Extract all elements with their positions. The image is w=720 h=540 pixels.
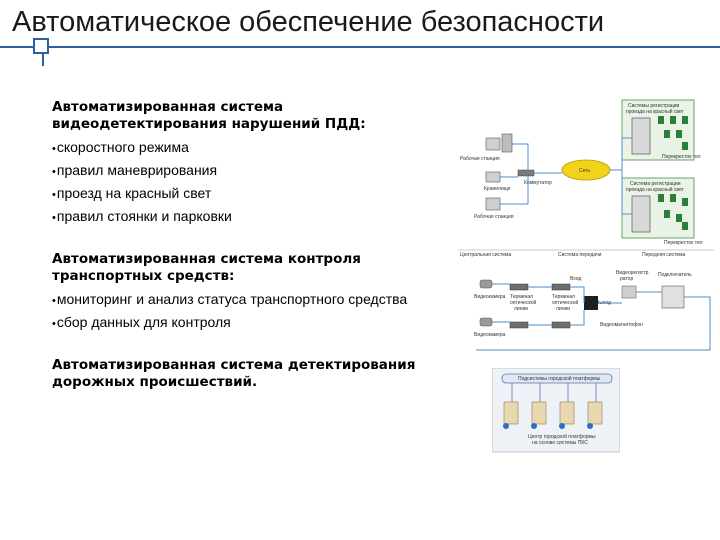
platform-bus: [501, 373, 613, 384]
section-2-heading: Автоматизированная система контроля тран…: [52, 251, 361, 285]
label-router: Коммутатор: [524, 180, 552, 186]
label-sys-reg-bottom: Система регистрации: [630, 181, 681, 187]
bullet-monitoring: •мониторинг и анализ статуса транспортно…: [52, 291, 407, 310]
bullet-red-light-text: проезд на красный свет: [56, 185, 212, 201]
label-terminal-1c: линии: [514, 306, 528, 312]
section-3-heading: Автоматизированная система детектировани…: [52, 357, 415, 391]
server-icon: [501, 133, 513, 153]
server-tower-icons: [503, 401, 603, 425]
label-sys-reg-top: Системы регистрации: [628, 103, 680, 109]
label-switch-right: Перекресток тел: [662, 154, 701, 160]
label-central: Центральная система: [460, 252, 511, 258]
vehicle-control-diagram: Видеокамера Видеокамера Терминал оптичес…: [474, 270, 711, 351]
bullet-parking: •правил стоянки и парковки: [52, 208, 232, 227]
label-camera-2: Видеокамера: [474, 332, 506, 338]
recorder-icon: [584, 296, 598, 310]
label-center-2: на основе системы ПКС: [532, 440, 588, 446]
bullet-dot: •: [52, 318, 56, 330]
incident-detection-diagram: Подсистемы городской платформы Центр гор…: [492, 368, 620, 453]
network-links: [500, 137, 632, 215]
title-marker-square: [33, 38, 49, 54]
cabinet-icon: [631, 117, 651, 155]
section-2-heading-line2: транспортных средств:: [52, 268, 235, 284]
label-server: Подключатель: [658, 272, 692, 278]
label-sys-reg-bottom2: проезда на красный свет: [626, 186, 685, 193]
server-box-icon: [661, 285, 685, 309]
workstation-icon: [485, 137, 501, 151]
traffic-light-icons: [658, 194, 688, 230]
bullet-speed: •скоростного режима: [52, 139, 189, 158]
label-workstation-2: Рабочая станция: [474, 214, 514, 220]
bullet-maneuver-text: правил маневрирования: [56, 162, 218, 178]
label-camera-1: Видеокамера: [474, 294, 506, 300]
traffic-light-icons: [658, 116, 688, 150]
section-3-heading-line1: Автоматизированная система детектировани…: [52, 357, 416, 373]
globe-icons: [503, 423, 593, 429]
bullet-dot: •: [52, 143, 56, 155]
label-platform: Подсистемы городской платформы: [518, 375, 601, 382]
section-1-heading: Автоматизированная система видеодетектир…: [52, 99, 366, 133]
section-2-heading-line1: Автоматизированная система контроля: [52, 251, 361, 267]
label-terminal-1: Терминал: [510, 294, 533, 300]
bullet-data-collection-text: сбор данных для контроля: [56, 314, 231, 330]
bullet-dot: •: [52, 295, 56, 307]
label-terminal-1b: оптической: [510, 299, 536, 306]
section-3-heading-line2: дорожных происшествий.: [52, 374, 258, 390]
router-icon: [517, 169, 535, 177]
bullet-dot: •: [52, 189, 56, 201]
section-1-heading-line2: видеодетектирования нарушений ПДД:: [52, 116, 366, 132]
printer-icon: [485, 171, 501, 183]
label-front: Передняя система: [642, 252, 686, 258]
bullet-maneuver: •правил маневрирования: [52, 162, 217, 181]
label-transfer: Система передачи: [558, 252, 602, 258]
bullet-speed-text: скоростного режима: [56, 139, 189, 155]
label-sys-reg-top2: проезда на красный свет: [626, 108, 685, 115]
bullet-monitoring-text: мониторинг и анализ статуса транспортног…: [56, 291, 408, 307]
label-recorder: Видеорегистр: [616, 270, 649, 276]
label-recorder-2: ратор: [620, 276, 633, 282]
label-entry: Вход: [570, 276, 581, 282]
label-videomag: Видеомагнитофон: [600, 322, 643, 328]
label-network: Сеть: [579, 168, 591, 174]
label-perekrestok: Перекресток тел: [664, 240, 703, 246]
label-terminal-2: Терминал: [552, 294, 575, 300]
label-workstation: Рабочая станция: [460, 156, 500, 162]
label-center-1: Центр городской платформы: [528, 433, 596, 440]
control-links: [476, 283, 711, 351]
title-underline: [0, 46, 720, 48]
bullet-dot: •: [52, 212, 56, 224]
violation-detection-diagram: Системы регистрации проезда на красный с…: [458, 99, 714, 258]
label-terminal-2c: линии: [556, 306, 570, 312]
bus-links: [511, 383, 597, 402]
terminal-icons: [509, 283, 571, 329]
monitor-icon: [621, 285, 637, 299]
cabinet-icon: [631, 195, 651, 233]
label-printer: Кранилище: [484, 186, 511, 192]
label-terminal-2b: оптической: [552, 299, 578, 306]
slide-title: Автоматическое обеспечение безопасности: [12, 6, 605, 38]
camera-icons: [479, 279, 493, 327]
bullet-dot: •: [52, 166, 56, 178]
bullet-data-collection: •сбор данных для контроля: [52, 314, 231, 333]
bullet-red-light: •проезд на красный свет: [52, 185, 211, 204]
section-1-heading-line1: Автоматизированная система: [52, 99, 284, 115]
bullet-parking-text: правил стоянки и парковки: [56, 208, 232, 224]
workstation-icon: [485, 197, 501, 211]
